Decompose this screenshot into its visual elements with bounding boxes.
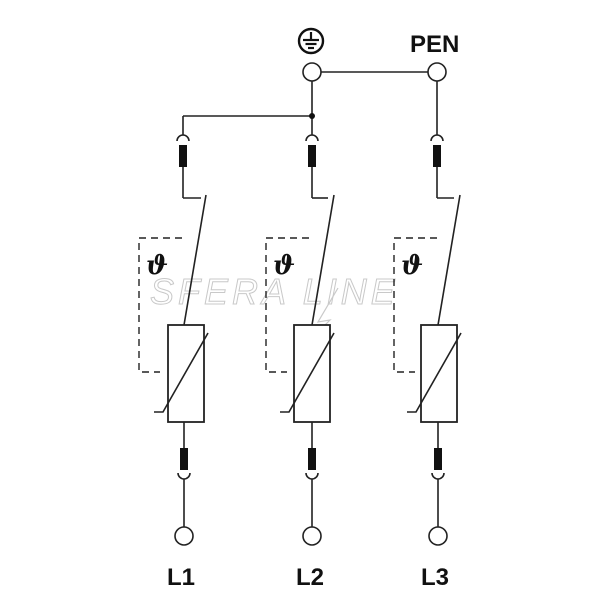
thermal-symbol-l2: ϑ (273, 251, 295, 281)
terminal-pe (302, 62, 322, 82)
branch-l3 (393, 134, 462, 546)
branch-l1 (138, 134, 209, 546)
branch-l2 (265, 134, 335, 546)
phase-label-l3: L3 (421, 564, 449, 591)
pen-label: PEN (410, 31, 459, 58)
junction-dot (309, 113, 315, 119)
thermal-symbol-l1: ϑ (146, 251, 168, 281)
phase-label-l2: L2 (296, 564, 324, 591)
phase-label-l1: L1 (167, 564, 195, 591)
terminal-pen (427, 62, 447, 82)
thermal-symbol-l3: ϑ (401, 251, 423, 281)
earth-ground-icon (297, 27, 325, 55)
